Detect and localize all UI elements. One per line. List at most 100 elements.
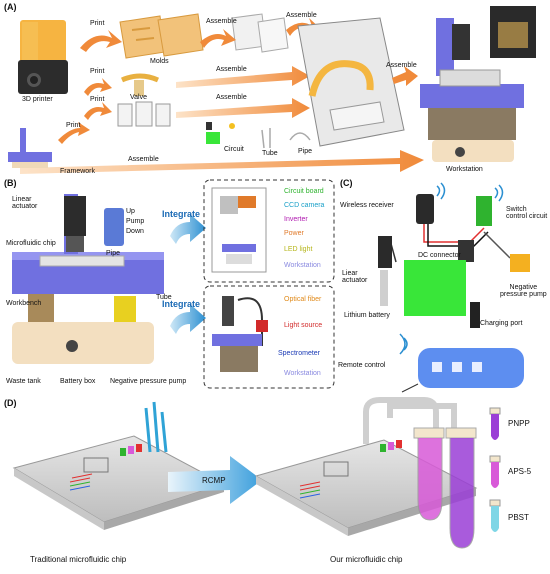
label-optical-fiber: Optical fiber [284,296,322,303]
label-inverter: Inverter [284,216,308,223]
print-arrow-framework [58,122,90,144]
label-wireless-receiver: Wireless receiver [340,202,394,209]
print-arrow-parts [84,78,112,96]
label-rcmp: RCMP [202,476,226,485]
remote-control-illustration [399,333,524,393]
label-light-source: Light source [284,322,323,329]
label-microfluidic-chip: Microfluidic chip [6,240,56,247]
small-parts-illustration [117,101,171,127]
actuator-rod [380,270,388,306]
rcmp-arrow [168,456,262,504]
label-pnpp: PNPP [508,419,530,428]
panel-label-a: (A) [4,2,17,12]
lithium-battery-illustration [404,260,466,316]
print-arrow-molds [80,30,122,52]
label-tube-b: Tube [156,294,172,301]
label-led-light: LED light [284,246,313,253]
label-lithium-battery: Lithium battery [344,312,390,319]
label-molds: Molds [150,58,169,65]
assemble-arrow-1 [200,29,236,48]
our-chip-illustration [254,397,478,549]
label-liear-actuator: Liear actuator [342,270,368,284]
label-assemble-5: Assemble [128,156,159,163]
label-print-3: Print [90,96,105,103]
label-workbench: Workbench [6,300,42,307]
optical-module-illustration [212,296,268,372]
label-aps5: APS-5 [508,467,532,476]
label-workstation-top: Workstation [284,262,321,269]
reagent-tube-pnpp-illustration [489,407,501,440]
print-arrow-valve [84,102,112,120]
circuit-illustration [206,122,311,149]
label-integrate-bottom: Integrate [162,299,201,309]
assemble-arrow-3 [176,66,310,88]
label-pbst: PBST [508,513,529,522]
integrate-arrow-top [170,214,206,244]
label-charging-port: Charging port [480,320,523,327]
assemble-arrow-framework [20,150,424,174]
label-our-chip: Our microfluidic chip [330,555,403,564]
charging-port-illustration [470,302,480,328]
label-pipe: Pipe [298,148,313,155]
integration-box-bottom [203,285,335,389]
label-waste-tank: Waste tank [6,378,41,385]
label-circuit-board: Circuit board [284,188,324,195]
label-integrate-top: Integrate [162,209,201,219]
label-circuit: Circuit [224,146,244,153]
3d-printer-illustration [18,20,68,94]
label-tube: Tube [262,150,278,157]
label-pipe-b: Pipe [106,250,121,257]
label-negative-pressure-pump-c: Negative pressure pump [500,284,547,298]
label-power: Power [284,230,304,237]
panel-label-b: (B) [4,178,17,188]
integrate-arrow-bottom [170,304,206,334]
assemble-arrow-workstation [392,66,418,86]
label-assemble-2: Assemble [286,12,317,19]
integration-box-top [203,179,335,283]
framework-illustration [8,128,52,168]
label-remote-down: Down [126,228,144,235]
valve-illustration [120,73,160,96]
label-ccd-camera: CCD camera [284,202,325,209]
label-remote-control: Remote control [338,362,386,369]
linear-actuator-c-illustration [378,236,392,268]
dc-connector-illustration [458,240,474,262]
panel-label-c: (C) [340,178,353,188]
label-assemble-4: Assemble [216,94,247,101]
label-negative-pressure-pump-b: Negative pressure pump [110,378,187,385]
label-assemble-6: Assemble [386,62,417,69]
reagent-tube-pbst-illustration [489,499,501,532]
molds-illustration [119,13,204,59]
label-print-2: Print [90,68,105,75]
label-workstation: Workstation [446,166,483,173]
assemble-arrow-4 [176,98,310,118]
label-battery-box: Battery box [60,378,96,385]
traditional-chip-illustration [12,401,226,530]
label-workstation-bottom: Workstation [284,370,321,377]
chip-assembly-illustration [297,17,405,147]
electronics-enclosure-illustration [211,187,267,273]
label-print-4: Print [66,122,81,129]
switch-control-circuit-illustration [476,184,504,226]
workstation-illustration-a [420,6,536,162]
label-traditional-chip: Traditional microfluidic chip [30,555,127,564]
wireless-receiver-illustration [416,182,446,224]
label-assemble-3: Assemble [216,66,247,73]
label-print-1: Print [90,20,105,27]
label-switch-control-circuit: Switch control circuit [506,206,548,220]
label-spectrometer: Spectrometer [278,350,321,357]
label-assemble-1: Assemble [206,18,237,25]
label-remote-pump: Pump [126,218,145,225]
label-framework: Framework [60,168,96,175]
label-3d-printer: 3D printer [22,96,53,103]
panel-label-d: (D) [4,398,17,408]
negative-pressure-pump-c-illustration [510,254,530,272]
assembled-layers-illustration [231,13,289,53]
label-linear-actuator: Linear actuator [12,196,38,210]
label-remote-up: Up [126,208,135,215]
reagent-tube-aps5-illustration [489,455,501,488]
workstation-illustration-b [12,194,164,364]
label-valve: Valve [130,94,147,101]
